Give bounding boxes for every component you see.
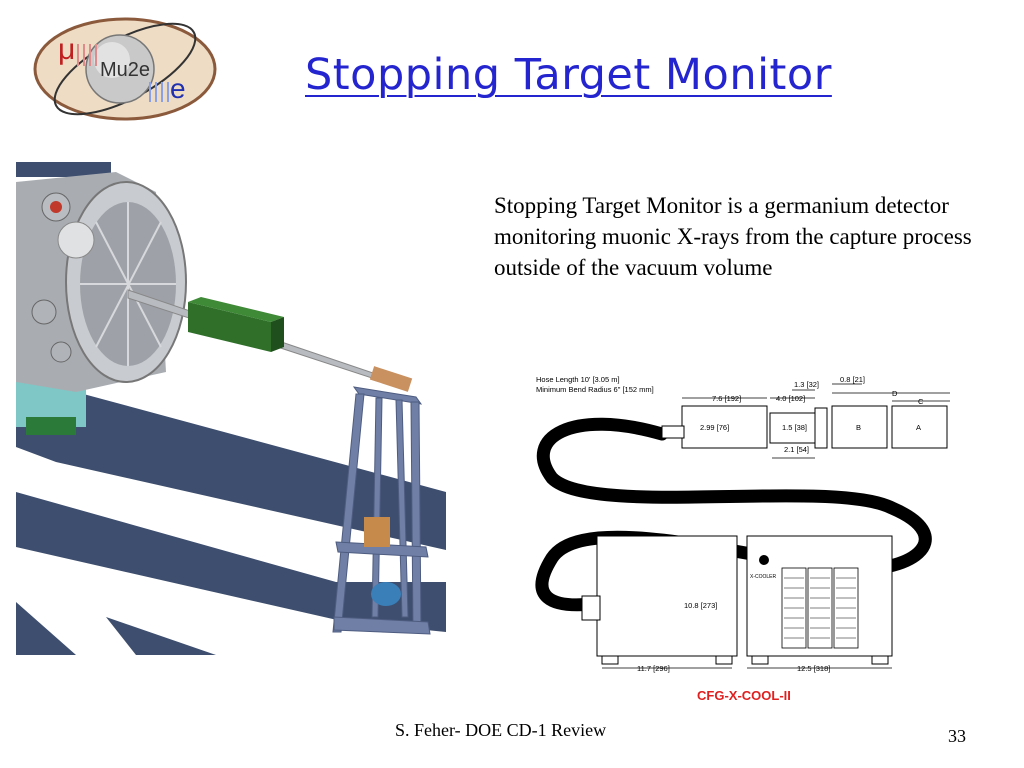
dim-2-99: 2.99 [76] bbox=[700, 423, 729, 432]
x-cooler-technical-drawing: Hose Length 10' [3.05 m] Minimum Bend Ra… bbox=[535, 375, 950, 703]
logo-e: e bbox=[170, 73, 186, 104]
dim-1-5: 1.5 [38] bbox=[782, 423, 807, 432]
dim-b: B bbox=[856, 423, 861, 432]
drawing-caption: CFG-X-COOL-II bbox=[697, 688, 791, 703]
slide-body-text: Stopping Target Monitor is a germanium d… bbox=[494, 193, 972, 280]
dim-10-8: 10.8 [273] bbox=[684, 601, 717, 610]
dim-a: A bbox=[916, 423, 921, 432]
hose-length-label: Hose Length 10' [3.05 m] bbox=[536, 375, 620, 384]
slide-footer: S. Feher- DOE CD-1 Review bbox=[395, 720, 607, 740]
dim-d: D bbox=[892, 389, 898, 398]
page-number: 33 bbox=[948, 726, 966, 746]
dim-2-1: 2.1 [54] bbox=[784, 445, 809, 454]
dim-1-3: 1.3 [32] bbox=[794, 380, 819, 389]
mu2e-logo: μ Mu2e e bbox=[33, 17, 217, 121]
slide-title: Stopping Target Monitor bbox=[305, 50, 832, 100]
dim-c: C bbox=[918, 397, 924, 406]
dim-4-0: 4.0 [102] bbox=[776, 394, 805, 403]
logo-mu: μ bbox=[58, 33, 75, 66]
dim-0-8: 0.8 [21] bbox=[840, 375, 865, 384]
logo-center-text: Mu2e bbox=[100, 59, 150, 81]
cooler-unit-label: X-COOLER bbox=[750, 574, 777, 580]
dim-11-7: 11.7 [296] bbox=[637, 664, 670, 673]
bend-radius-label: Minimum Bend Radius 6" [152 mm] bbox=[536, 385, 654, 394]
dim-7-6: 7.6 [192] bbox=[712, 394, 741, 403]
dim-12-5: 12.5 [318] bbox=[797, 664, 830, 673]
stopping-target-cad-render bbox=[16, 162, 446, 655]
